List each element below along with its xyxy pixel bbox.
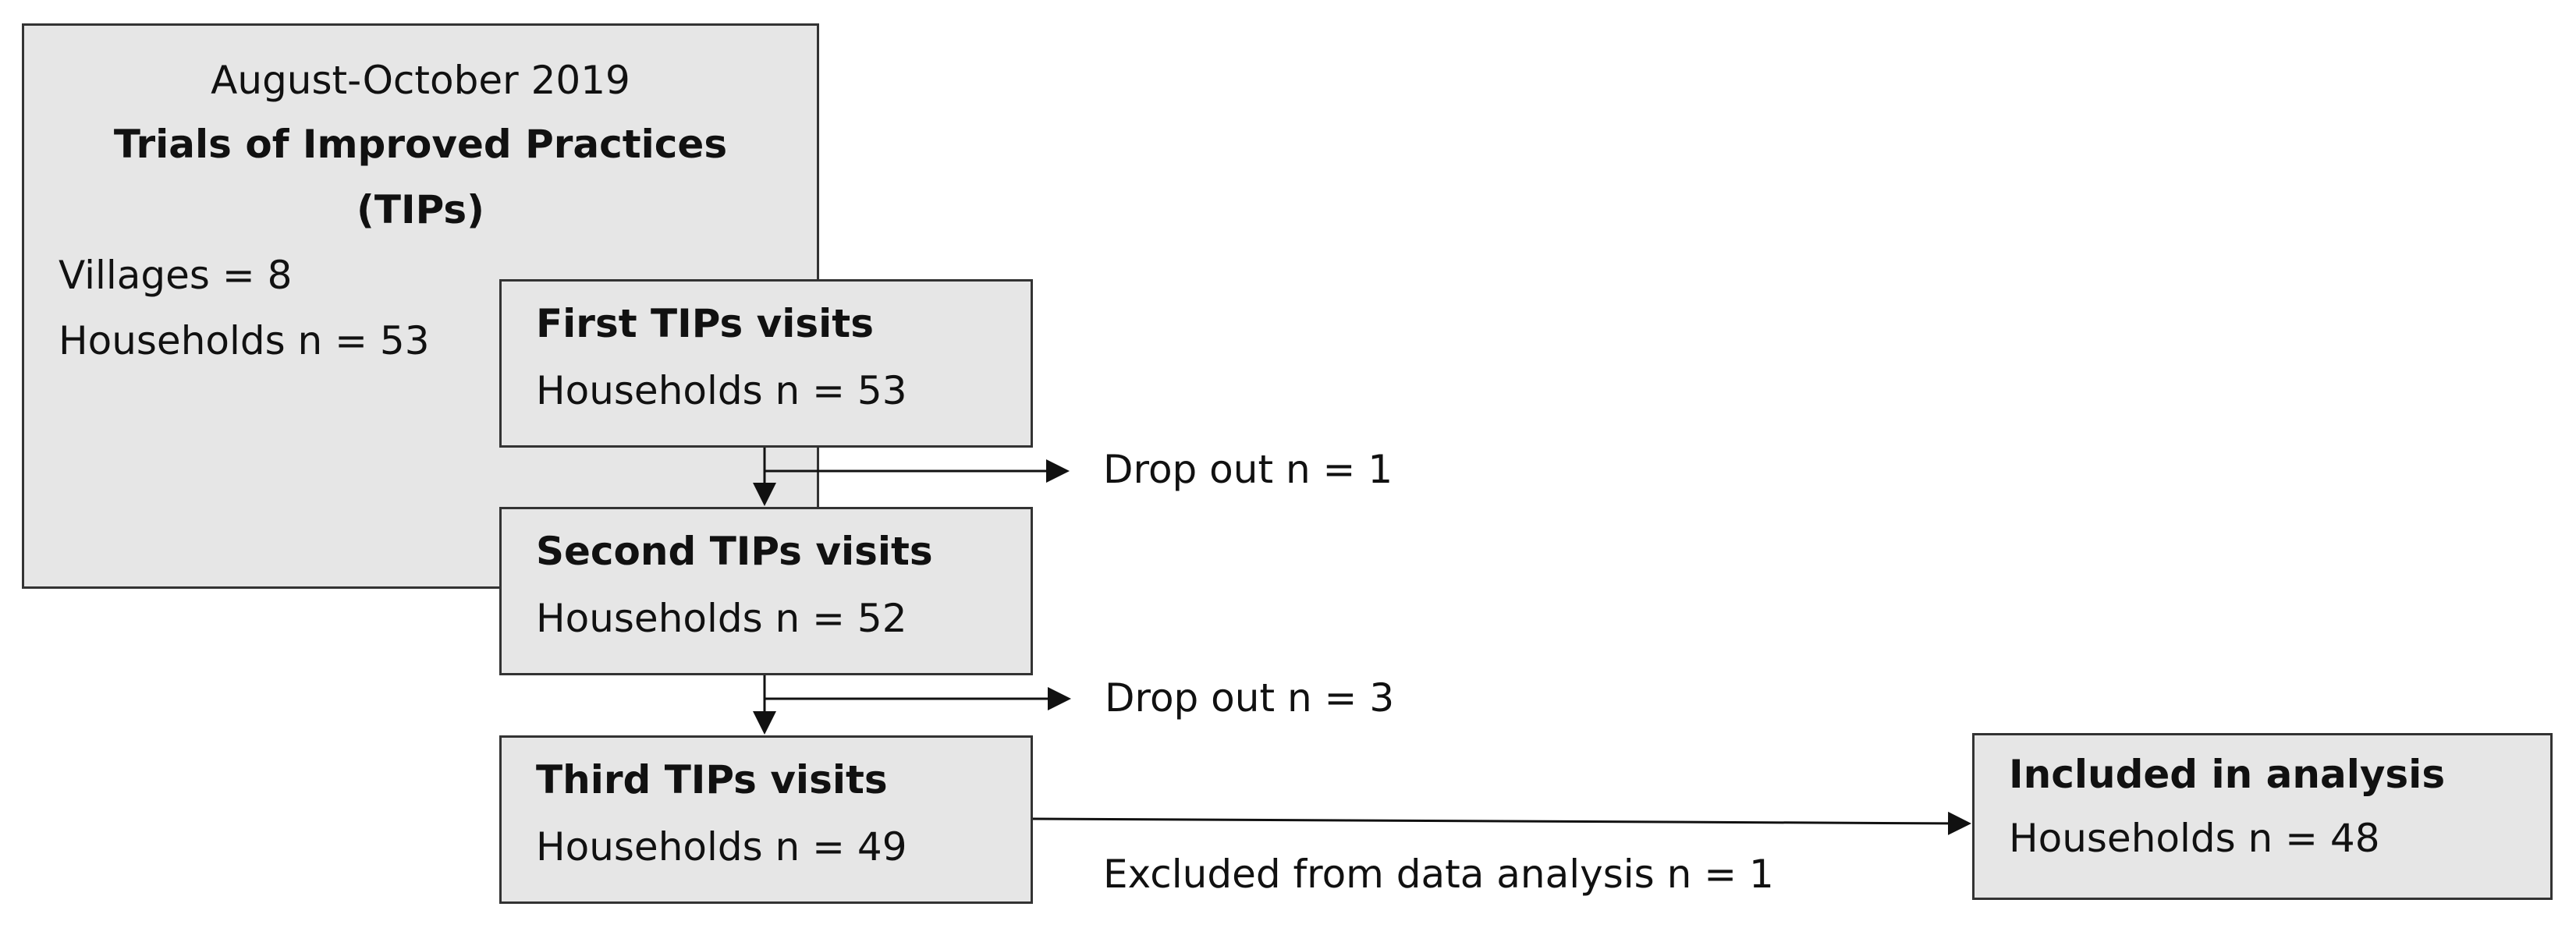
first-visit-households: Households n = 53	[536, 368, 907, 413]
third-visit-title: Third TIPs visits	[536, 757, 888, 802]
third-visit-households: Households n = 49	[536, 824, 907, 870]
second-visit-title: Second TIPs visits	[536, 529, 933, 574]
first-visit-box: First TIPs visits Households n = 53	[499, 279, 1033, 448]
excluded-label: Excluded from data analysis n = 1	[1103, 852, 1774, 897]
study-title-line-1: Trials of Improved Practices	[113, 122, 728, 167]
study-households-count: Households n = 53	[59, 318, 430, 363]
first-visit-title: First TIPs visits	[536, 301, 874, 346]
study-period: August-October 2019	[211, 58, 630, 103]
second-visit-box: Second TIPs visits Households n = 52	[499, 507, 1033, 675]
villages-count: Villages = 8	[59, 253, 293, 298]
analysis-title: Included in analysis	[2009, 752, 2446, 797]
analysis-box: Included in analysis Households n = 48	[1972, 733, 2553, 900]
second-visit-households: Households n = 52	[536, 596, 907, 641]
analysis-households: Households n = 48	[2009, 816, 2380, 861]
dropout-label-1: Drop out n = 1	[1103, 447, 1393, 492]
dropout-label-2: Drop out n = 3	[1105, 675, 1395, 721]
arrow-third-to-analysis	[1032, 811, 1971, 835]
third-visit-box: Third TIPs visits Households n = 49	[499, 735, 1033, 904]
study-title-line-2: (TIPs)	[357, 187, 484, 232]
